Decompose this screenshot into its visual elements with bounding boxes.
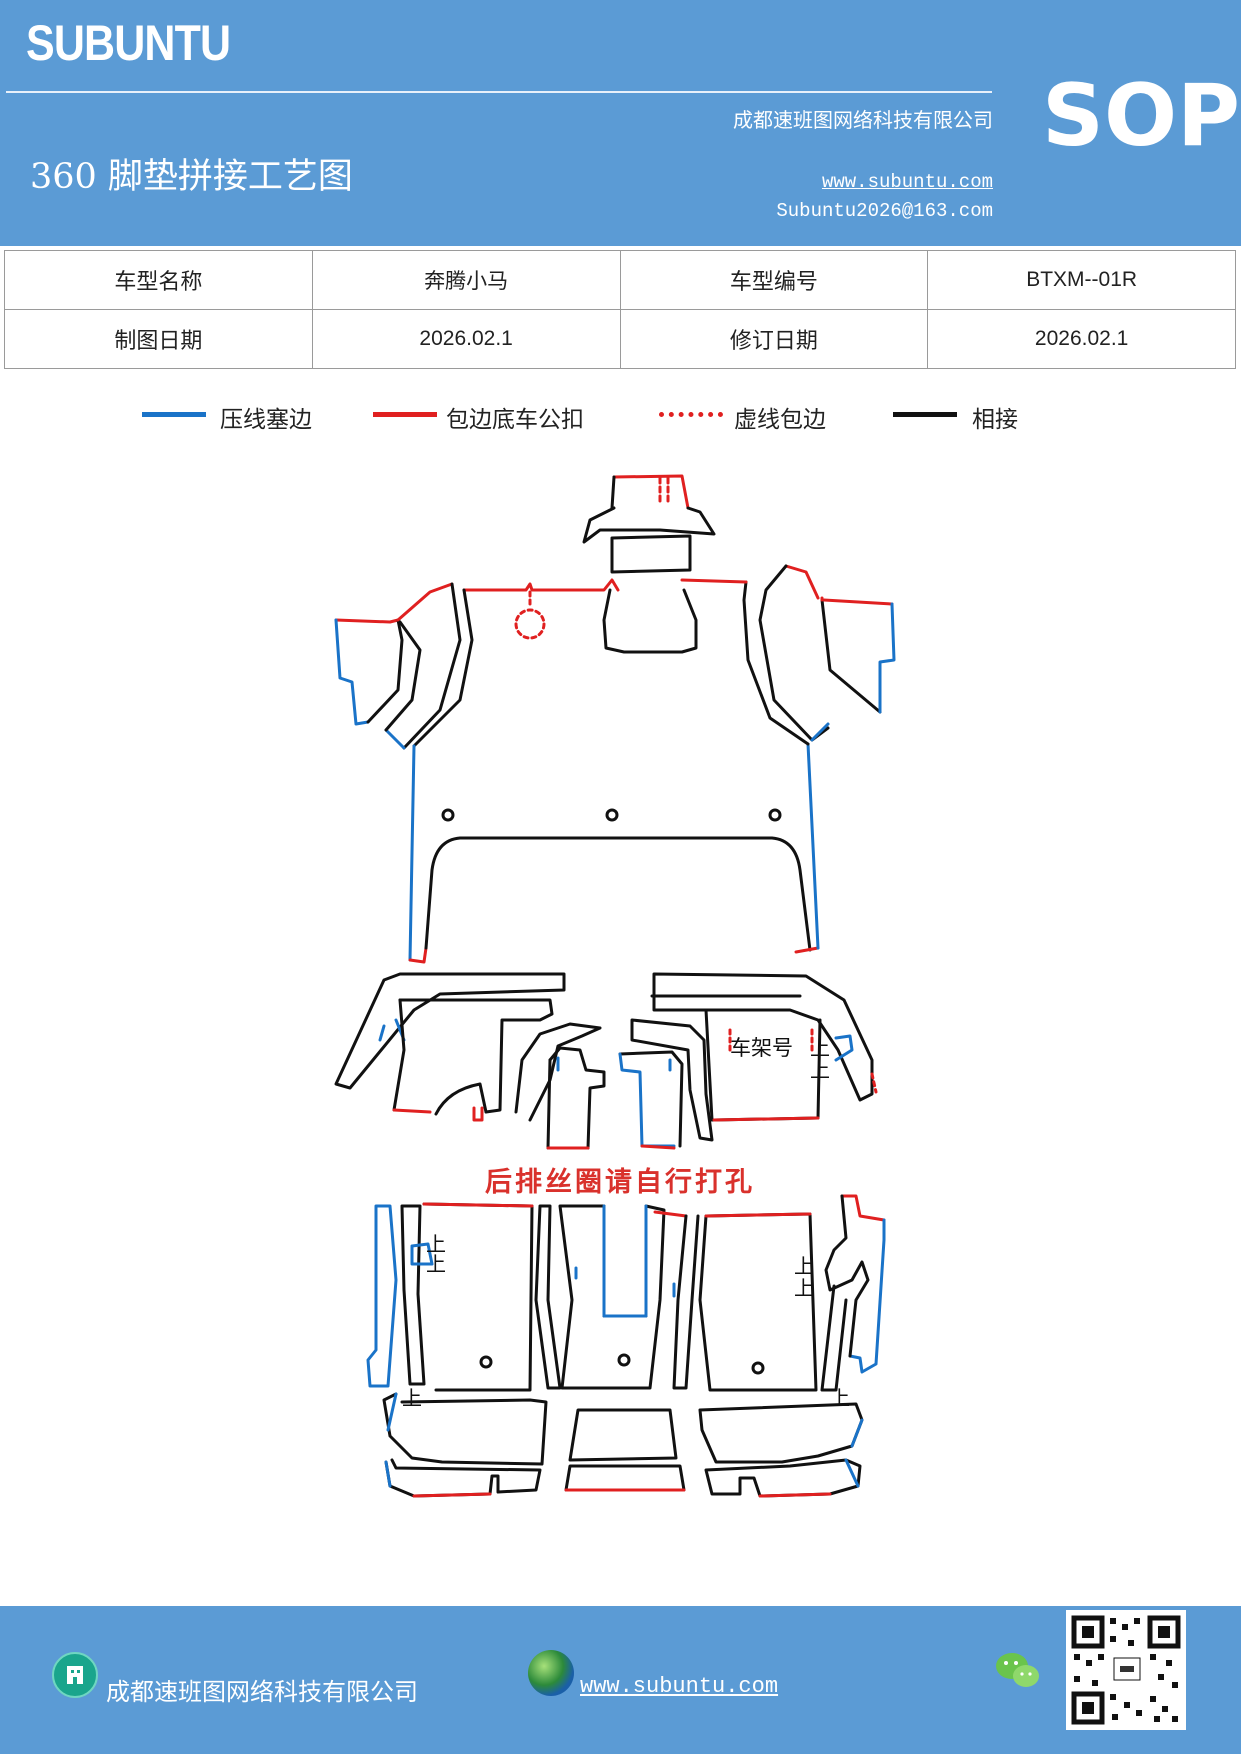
- up-mark: 上: [426, 1232, 446, 1256]
- mat-piece-rear-seats: [366, 1194, 886, 1392]
- table-cell-value: 2026.02.1: [927, 309, 1236, 369]
- vin-label: 车架号: [730, 1036, 793, 1060]
- legend-label: 相接: [972, 407, 1018, 433]
- up-mark: 上: [810, 1058, 830, 1082]
- mat-piece-rear-floor: [382, 1392, 864, 1498]
- legend-label: 压线塞边: [220, 407, 312, 433]
- drill-note: 后排丝圈请自行打孔: [485, 1167, 755, 1198]
- header-email: Subuntu2026@163.com: [776, 200, 993, 222]
- table-cell-label: 车型编号: [619, 250, 929, 310]
- up-mark: 上: [426, 1252, 446, 1276]
- legend-label: 虚线包边: [734, 407, 826, 433]
- footer-banner: 成都速班图网络科技有限公司 www.subuntu.com: [0, 1606, 1241, 1754]
- table-cell-value: 奔腾小马: [311, 250, 621, 310]
- table-cell-label: 修订日期: [619, 309, 929, 369]
- building-icon: [52, 1652, 98, 1698]
- table-row: 制图日期 2026.02.1 修订日期 2026.02.1: [4, 309, 1236, 369]
- header-divider: [6, 91, 992, 93]
- header-banner: SUBUNTU 成都速班图网络科技有限公司 360 脚垫拼接工艺图 www.su…: [0, 0, 1241, 246]
- mat-piece-mid-left: [334, 972, 684, 1150]
- wechat-icon: [994, 1650, 1042, 1696]
- footer-website-link[interactable]: www.subuntu.com: [580, 1674, 779, 1699]
- up-mark: 上: [794, 1254, 814, 1278]
- document-title: 360 脚垫拼接工艺图: [30, 157, 353, 197]
- table-cell-label: 制图日期: [4, 309, 313, 369]
- globe-icon: [528, 1650, 574, 1696]
- brand-logo: SUBUNTU: [26, 15, 231, 71]
- up-mark: 上: [402, 1386, 422, 1410]
- header-company-name: 成都速班图网络科技有限公司: [733, 108, 993, 132]
- table-row: 车型名称 奔腾小马 车型编号 BTXM--01R: [4, 250, 1236, 310]
- table-cell-value: BTXM--01R: [927, 250, 1236, 310]
- table-cell-label: 车型名称: [4, 250, 313, 310]
- legend-swatch-red-dotted: [659, 412, 723, 417]
- header-website-link[interactable]: www.subuntu.com: [821, 171, 993, 193]
- table-cell-value: 2026.02.1: [311, 309, 621, 369]
- up-mark: 上: [810, 1036, 830, 1060]
- legend-swatch-black: [893, 412, 957, 417]
- up-mark: 上: [830, 1386, 850, 1410]
- vehicle-info-table: 车型名称 奔腾小马 车型编号 BTXM--01R 制图日期 2026.02.1 …: [4, 250, 1236, 369]
- footer-company-name: 成都速班图网络科技有限公司: [106, 1678, 418, 1706]
- mat-piece-front-right: [758, 564, 896, 742]
- legend-swatch-red: [373, 412, 437, 417]
- mat-piece-front-left: [334, 582, 462, 750]
- qr-code: [1066, 1610, 1186, 1730]
- legend-label: 包边底车公扣: [446, 407, 584, 433]
- legend-swatch-blue: [142, 412, 206, 417]
- mat-piece-console: [582, 474, 716, 574]
- sop-badge: SOP: [1042, 66, 1241, 166]
- floor-mat-diagram: [334, 474, 896, 1498]
- mat-piece-mid-right: [630, 972, 878, 1142]
- up-mark: 上: [794, 1276, 814, 1300]
- legend: 压线塞边 包边底车公扣 虚线包边 相接: [0, 400, 1241, 440]
- mat-piece-front-floor: [408, 578, 820, 964]
